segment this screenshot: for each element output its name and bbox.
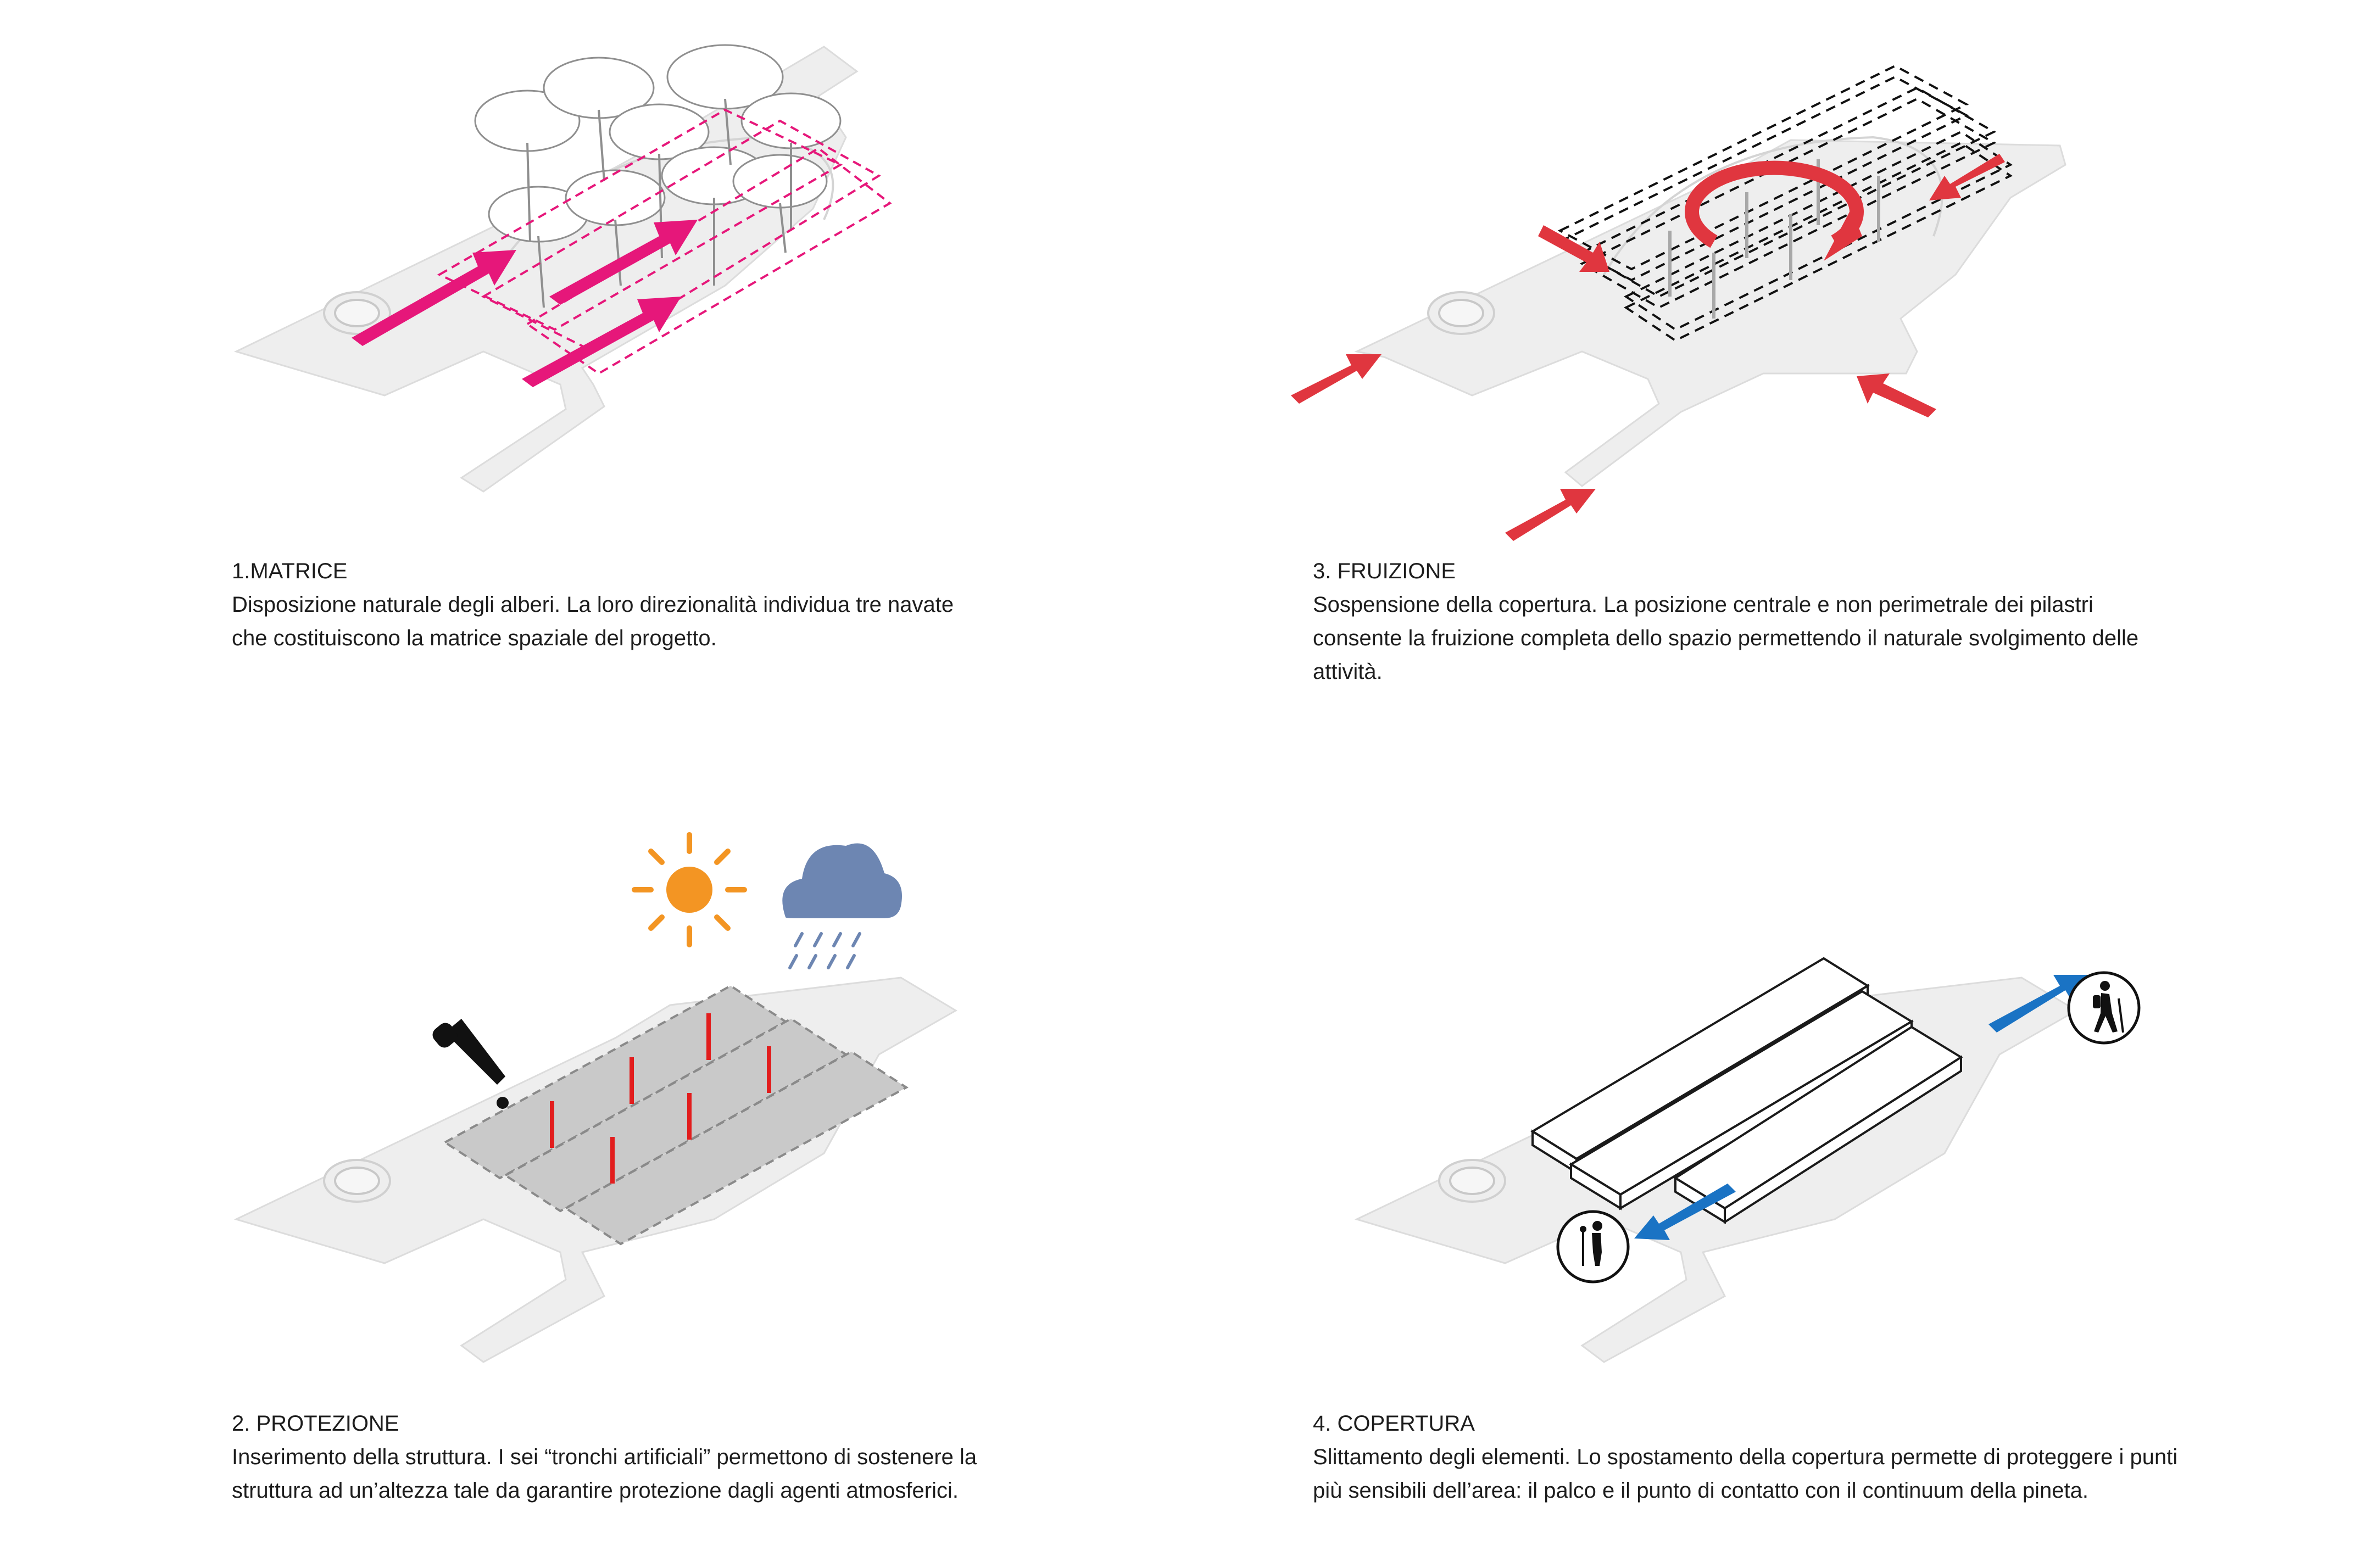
slide-arrows — [1634, 975, 2090, 1240]
fruizione-diagram — [1291, 64, 2066, 541]
arrow-icon — [1857, 373, 1936, 417]
panel-title: 1.MATRICE — [232, 559, 348, 583]
tree-canopy — [474, 44, 842, 243]
arrow-icon — [1291, 354, 1382, 404]
rain-cloud-icon — [782, 843, 902, 969]
caption-fruizione: 3. FRUIZIONE Sospensione della copertura… — [1313, 555, 2181, 689]
panel-copertura: 4. COPERTURA Slittamento degli elementi.… — [1186, 769, 2373, 1568]
arrow-icon — [522, 297, 681, 387]
panel-title: 4. COPERTURA — [1313, 1411, 1475, 1436]
caption-protezione: 2. PROTEZIONE Inserimento della struttur… — [232, 1407, 979, 1508]
artificial-trunks — [550, 1013, 771, 1184]
roof-panels — [1530, 957, 1963, 1224]
matrice-diagram — [233, 44, 892, 493]
panel-description: Inserimento della struttura. I sei “tron… — [232, 1445, 977, 1503]
protezione-diagram — [233, 832, 957, 1363]
arrow-icon — [549, 220, 698, 305]
panel-protezione: 2. PROTEZIONE Inserimento della struttur… — [0, 769, 1186, 1568]
roof-outline-dashed — [1557, 64, 2013, 342]
circulation-arrow — [1685, 160, 1864, 261]
panel-title: 2. PROTEZIONE — [232, 1411, 399, 1436]
entry-arrows — [1291, 154, 2005, 541]
arrow-icon — [1505, 489, 1596, 541]
panel-description: Disposizione naturale degli alberi. La l… — [232, 593, 954, 650]
singer-icon — [1556, 1210, 1630, 1284]
hiker-icon — [2067, 971, 2141, 1045]
arrow-icon — [1634, 1184, 1736, 1240]
dropper-icon — [432, 1019, 509, 1109]
tree-trunks — [526, 98, 792, 308]
sun-icon — [632, 832, 747, 947]
direction-arrows — [352, 220, 698, 387]
panel-fruizione: 3. FRUIZIONE Sospensione della copertura… — [1186, 0, 2373, 769]
pillars — [1668, 159, 1880, 319]
roof-strips — [443, 984, 909, 1246]
panel-description: Sospensione della copertura. La posizion… — [1313, 593, 2139, 684]
arrow-icon — [1538, 225, 1609, 272]
arrow-icon — [1929, 154, 2005, 200]
panel-description: Slittamento degli elementi. Lo spostamen… — [1313, 1445, 2178, 1503]
panel-matrice: 1.MATRICE Disposizione naturale degli al… — [0, 0, 1186, 769]
panel-title: 3. FRUIZIONE — [1313, 559, 1456, 583]
navate-outlines — [437, 108, 892, 375]
caption-copertura: 4. COPERTURA Slittamento degli elementi.… — [1313, 1407, 2192, 1508]
arrow-icon — [352, 250, 516, 346]
caption-matrice: 1.MATRICE Disposizione naturale degli al… — [232, 555, 979, 655]
copertura-diagram — [1354, 957, 2141, 1363]
arrow-icon — [1988, 975, 2090, 1033]
